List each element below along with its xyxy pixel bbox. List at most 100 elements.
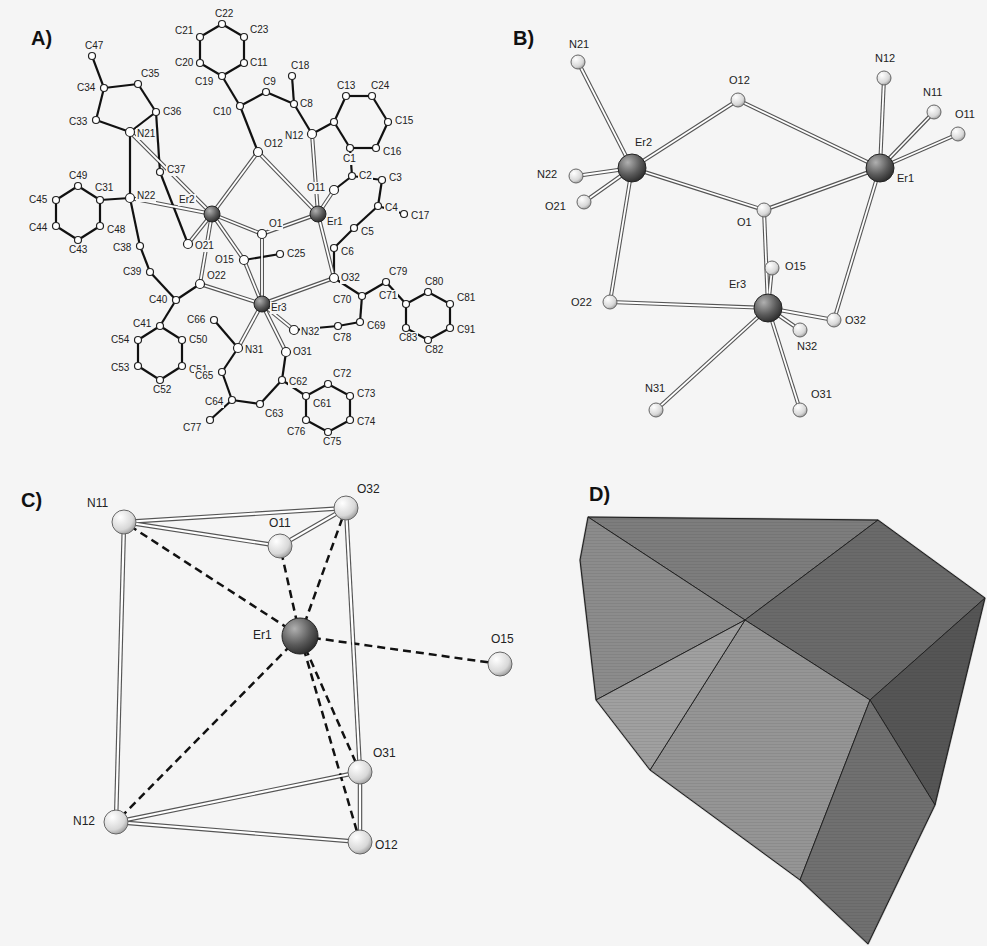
bond-line — [200, 284, 262, 304]
atom-sphere — [282, 348, 291, 357]
atom-sphere — [263, 89, 270, 96]
atom-sphere — [793, 403, 807, 417]
atom-label: C16 — [382, 146, 402, 158]
atom-label: N12 — [874, 52, 896, 65]
atom-label: C41 — [132, 318, 152, 330]
atom-label: C37 — [166, 164, 186, 176]
bond-inner — [124, 522, 280, 546]
atom-sphere — [75, 237, 82, 244]
bond-line — [156, 112, 160, 172]
atom-sphere — [347, 417, 354, 424]
erbium-atom — [254, 296, 270, 312]
atom-sphere — [97, 197, 104, 204]
panel-letter: A) — [30, 26, 53, 50]
atom-sphere — [89, 53, 96, 60]
atom-sphere — [93, 117, 100, 124]
atom-sphere — [197, 60, 204, 67]
atom-label: C35 — [140, 68, 160, 80]
atom-sphere — [290, 326, 299, 335]
bond-line — [232, 400, 260, 404]
bond-inner — [578, 62, 632, 168]
atom-sphere — [357, 319, 364, 326]
atom-sphere — [241, 34, 248, 41]
atom-sphere — [153, 109, 160, 116]
panel-letter: C) — [20, 488, 43, 512]
atom-label: C79 — [388, 266, 408, 278]
atom-label: C18 — [290, 60, 310, 72]
bond-line — [354, 206, 378, 228]
dashed-bond — [300, 636, 360, 842]
atom-sphere — [379, 177, 386, 184]
bond-line — [656, 308, 768, 410]
bond-line — [768, 308, 800, 410]
atom-label: C4 — [384, 202, 399, 214]
atom-label: C69 — [366, 320, 386, 332]
bond-line — [260, 234, 264, 304]
bond-inner — [610, 168, 632, 302]
atom-sphere — [488, 652, 512, 676]
atom-label: C21 — [174, 25, 194, 37]
atom-label: O15 — [784, 260, 807, 273]
atom-label: O1 — [268, 218, 283, 230]
atom-sphere — [173, 297, 180, 304]
atom-label: O31 — [292, 346, 313, 358]
atom-sphere — [951, 127, 965, 141]
atom-sphere — [375, 203, 382, 210]
atom-sphere — [325, 429, 332, 436]
atom-label: C6 — [340, 246, 355, 258]
atom-sphere — [257, 401, 264, 408]
bond-line — [764, 210, 768, 308]
atom-sphere — [331, 119, 338, 126]
atom-sphere — [303, 417, 310, 424]
atom-sphere — [184, 240, 193, 249]
bond-inner — [212, 152, 258, 214]
atom-label: O21 — [544, 200, 567, 213]
atom-sphere — [765, 261, 779, 275]
atom-sphere — [303, 393, 310, 400]
bond-line — [334, 228, 354, 248]
bond-line — [212, 152, 258, 214]
atom-label: N12 — [72, 814, 96, 828]
bond-line — [262, 278, 334, 304]
atom-label: N21 — [136, 128, 156, 140]
atom-label: N22 — [536, 168, 558, 181]
dashed-bond — [116, 636, 300, 822]
atom-sphere — [219, 369, 226, 376]
atom-sphere — [308, 130, 317, 139]
atom-sphere — [97, 223, 104, 230]
bond-inner — [632, 168, 764, 210]
atom-label: C47 — [84, 40, 104, 52]
atom-label: C65 — [194, 370, 214, 382]
atom-sphere — [277, 251, 284, 258]
bond-line — [104, 84, 138, 88]
atom-label: C24 — [370, 80, 390, 92]
atom-label: O21 — [194, 240, 215, 252]
polyhedron-edge — [116, 822, 360, 842]
bond-line — [610, 302, 768, 308]
atom-label: C38 — [112, 242, 132, 254]
atom-label: C83 — [398, 332, 418, 344]
atom-label: O15 — [214, 254, 235, 266]
atom-label: N31 — [244, 344, 264, 356]
atom-label: Er3 — [270, 302, 288, 314]
bond-inner — [834, 168, 880, 320]
atom-sphere — [330, 186, 339, 195]
atom-sphere — [229, 397, 236, 404]
bond-line — [260, 380, 282, 404]
atom-label: C17 — [410, 210, 430, 222]
bond-line — [764, 168, 880, 210]
atom-sphere — [135, 363, 142, 370]
bond-line — [240, 92, 266, 106]
atom-label: C3 — [388, 172, 403, 184]
bond-inner — [262, 278, 334, 304]
bond-line — [130, 198, 140, 246]
atom-label: C78 — [332, 332, 352, 344]
atom-label: Er1 — [896, 172, 915, 185]
atom-sphere — [347, 393, 354, 400]
bond-line — [266, 92, 294, 104]
atom-sphere — [240, 256, 249, 265]
atom-label: C91 — [456, 324, 476, 336]
atom-label: C50 — [188, 334, 208, 346]
atom-label: O1 — [736, 216, 753, 229]
